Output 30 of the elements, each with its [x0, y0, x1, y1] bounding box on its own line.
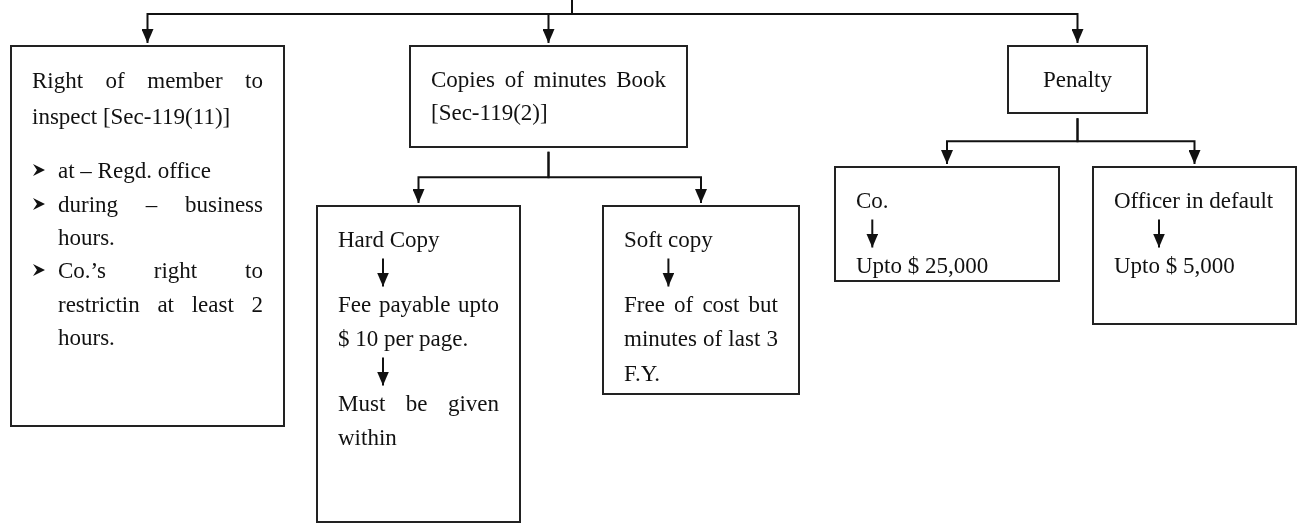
box-label: Copies of minutes Book [Sec-119(2)] [431, 66, 666, 128]
box-heading: Right of member to inspect [Sec-119(11)] [32, 67, 263, 131]
connector-arrow [377, 356, 389, 387]
connector-arrow [866, 218, 879, 249]
bullet-text: during – business hours. [58, 190, 263, 252]
connector-arrow [547, 150, 707, 204]
node-text: Co. [856, 184, 889, 219]
node-text: Soft copy [624, 223, 713, 258]
node-text: Fee payable upto $ 10 per page. [338, 287, 499, 357]
connector-arrow [377, 257, 389, 288]
group-box [834, 166, 1060, 282]
bullet-text: at – Regd. office [58, 157, 211, 186]
group-box [602, 205, 800, 395]
text-box [10, 45, 285, 427]
connector-arrow [662, 257, 675, 288]
group-box [1092, 166, 1297, 325]
connector-arrow [571, 0, 1084, 44]
connector-arrow [1153, 218, 1165, 249]
group-box [316, 205, 521, 523]
node-text: Hard Copy [338, 223, 440, 258]
text-box [409, 45, 688, 148]
node-text: Upto $ 5,000 [1114, 248, 1235, 283]
node-text: Upto $ 25,000 [856, 248, 989, 283]
text-box [1007, 45, 1148, 115]
box-label: Penalty [1042, 66, 1113, 94]
node-text: Officer in default [1114, 184, 1274, 219]
connector-arrow [1076, 117, 1201, 165]
node-text: Must be given within [338, 386, 499, 456]
node-text: Free of cost but minutes of last 3 F.Y. [624, 287, 778, 391]
bullet-text: Co.’s right to restrictin at least 2 hours. [58, 257, 263, 352]
